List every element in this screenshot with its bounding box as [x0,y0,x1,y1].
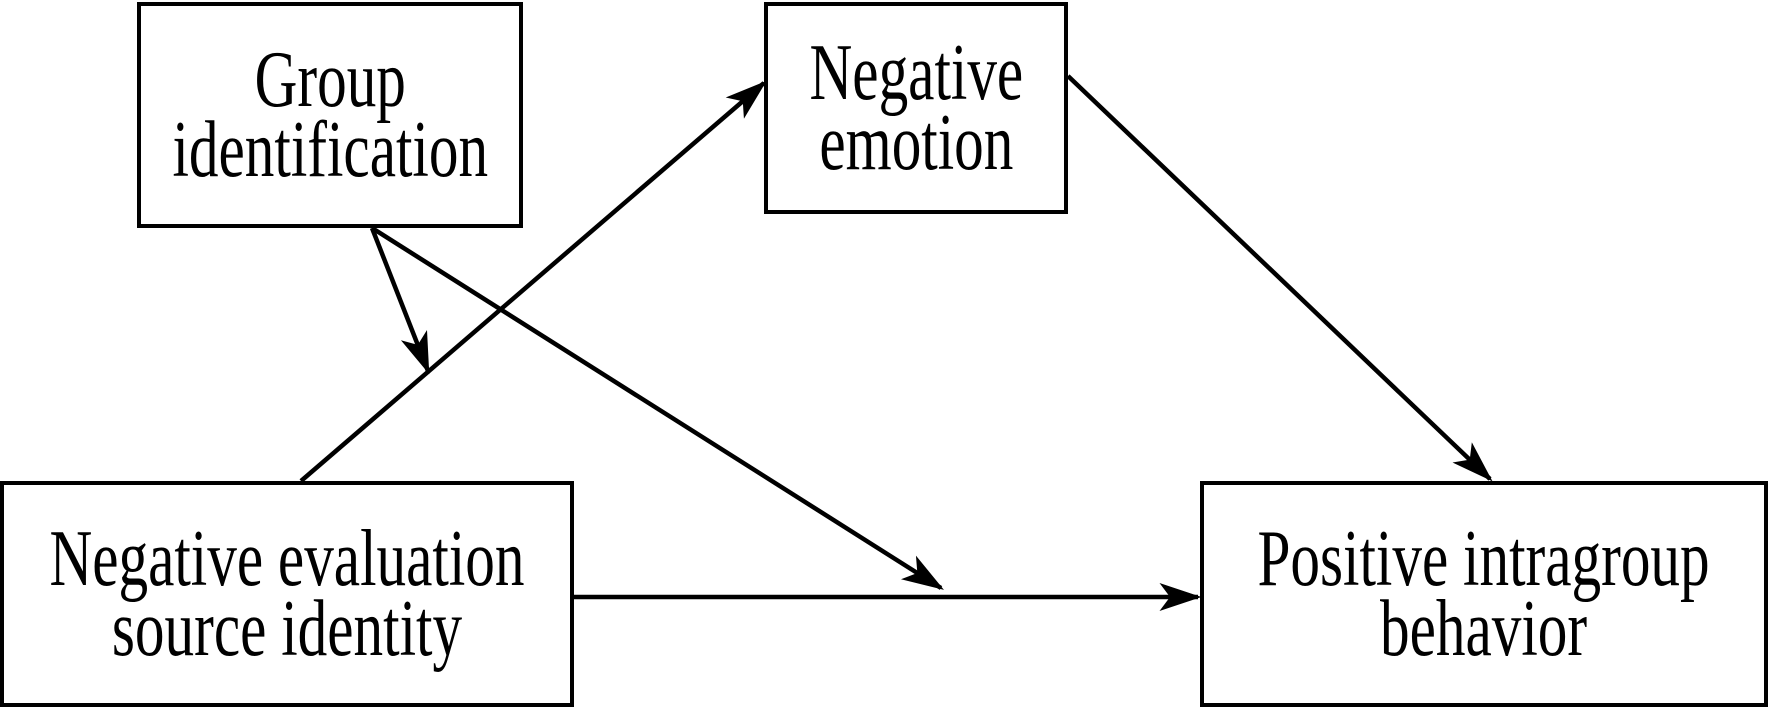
node-label-line: behavior [1380,585,1588,673]
node-label-line: Negative [809,29,1023,117]
node-negative-emotion: Negative emotion [764,2,1068,214]
node-group-identification: Group identification [137,2,523,228]
arrow-negative-emotion-to-positive-behavior [1066,74,1493,482]
arrow-moderation-on-emotion-path [369,227,431,375]
node-negative-evaluation-source-identity: Negative evaluation source identity [0,481,574,707]
node-label-line: source identity [111,585,463,673]
node-label-line: Group [254,36,406,124]
node-positive-intragroup-behavior: Positive intragroup behavior [1200,481,1768,707]
node-positive-intragroup-behavior-label: Positive intragroup behavior [1257,515,1711,673]
arrow-source-identity-to-negative-emotion [299,80,767,483]
node-group-identification-label: Group identification [172,36,488,194]
node-negative-emotion-label: Negative emotion [809,29,1023,187]
node-negative-evaluation-source-identity-label: Negative evaluation source identity [49,515,525,673]
node-label-line: Positive intragroup [1257,515,1711,603]
node-label-line: identification [172,106,488,194]
node-label-line: emotion [818,99,1014,187]
arrow-moderation-on-direct-path [370,226,944,590]
node-label-line: Negative evaluation [49,515,525,603]
